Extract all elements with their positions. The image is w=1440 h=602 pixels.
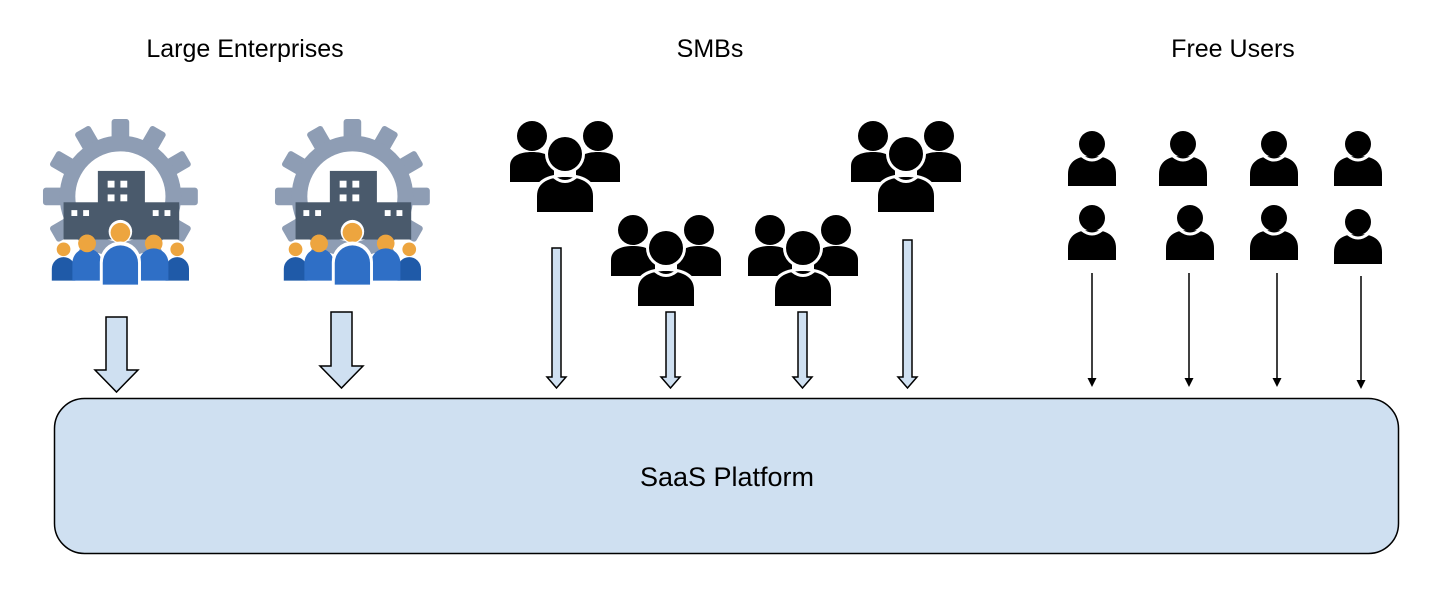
enterprise-building-gear-icon	[42, 118, 198, 285]
free-user-arrow	[1356, 276, 1366, 389]
section-label-smbs: SMBs	[677, 35, 744, 63]
user-group-icon	[849, 119, 963, 216]
single-user-icon	[1157, 129, 1209, 188]
enterprise-arrow	[318, 311, 365, 390]
single-user-icon	[1248, 203, 1300, 262]
enterprise-building-gear-icon	[274, 118, 430, 285]
smb-arrow	[659, 311, 682, 390]
single-user-icon	[1332, 207, 1384, 266]
smb-arrow	[791, 311, 814, 390]
smb-arrow	[896, 239, 919, 390]
free-user-arrow	[1087, 273, 1097, 387]
free-user-arrow	[1272, 273, 1282, 387]
user-group-icon	[609, 213, 723, 310]
smb-arrow	[545, 247, 568, 390]
saas-platform-box	[53, 397, 1400, 555]
free-user-arrow	[1184, 273, 1194, 387]
section-label-large-enterprises: Large Enterprises	[146, 35, 343, 63]
single-user-icon	[1066, 129, 1118, 188]
single-user-icon	[1248, 129, 1300, 188]
single-user-icon	[1066, 203, 1118, 262]
user-group-icon	[508, 119, 622, 216]
user-group-icon	[746, 213, 860, 310]
enterprise-arrow	[93, 316, 140, 394]
single-user-icon	[1164, 203, 1216, 262]
single-user-icon	[1332, 129, 1384, 188]
section-label-free-users: Free Users	[1171, 35, 1295, 63]
saas-platform-label: SaaS Platform	[640, 462, 814, 492]
